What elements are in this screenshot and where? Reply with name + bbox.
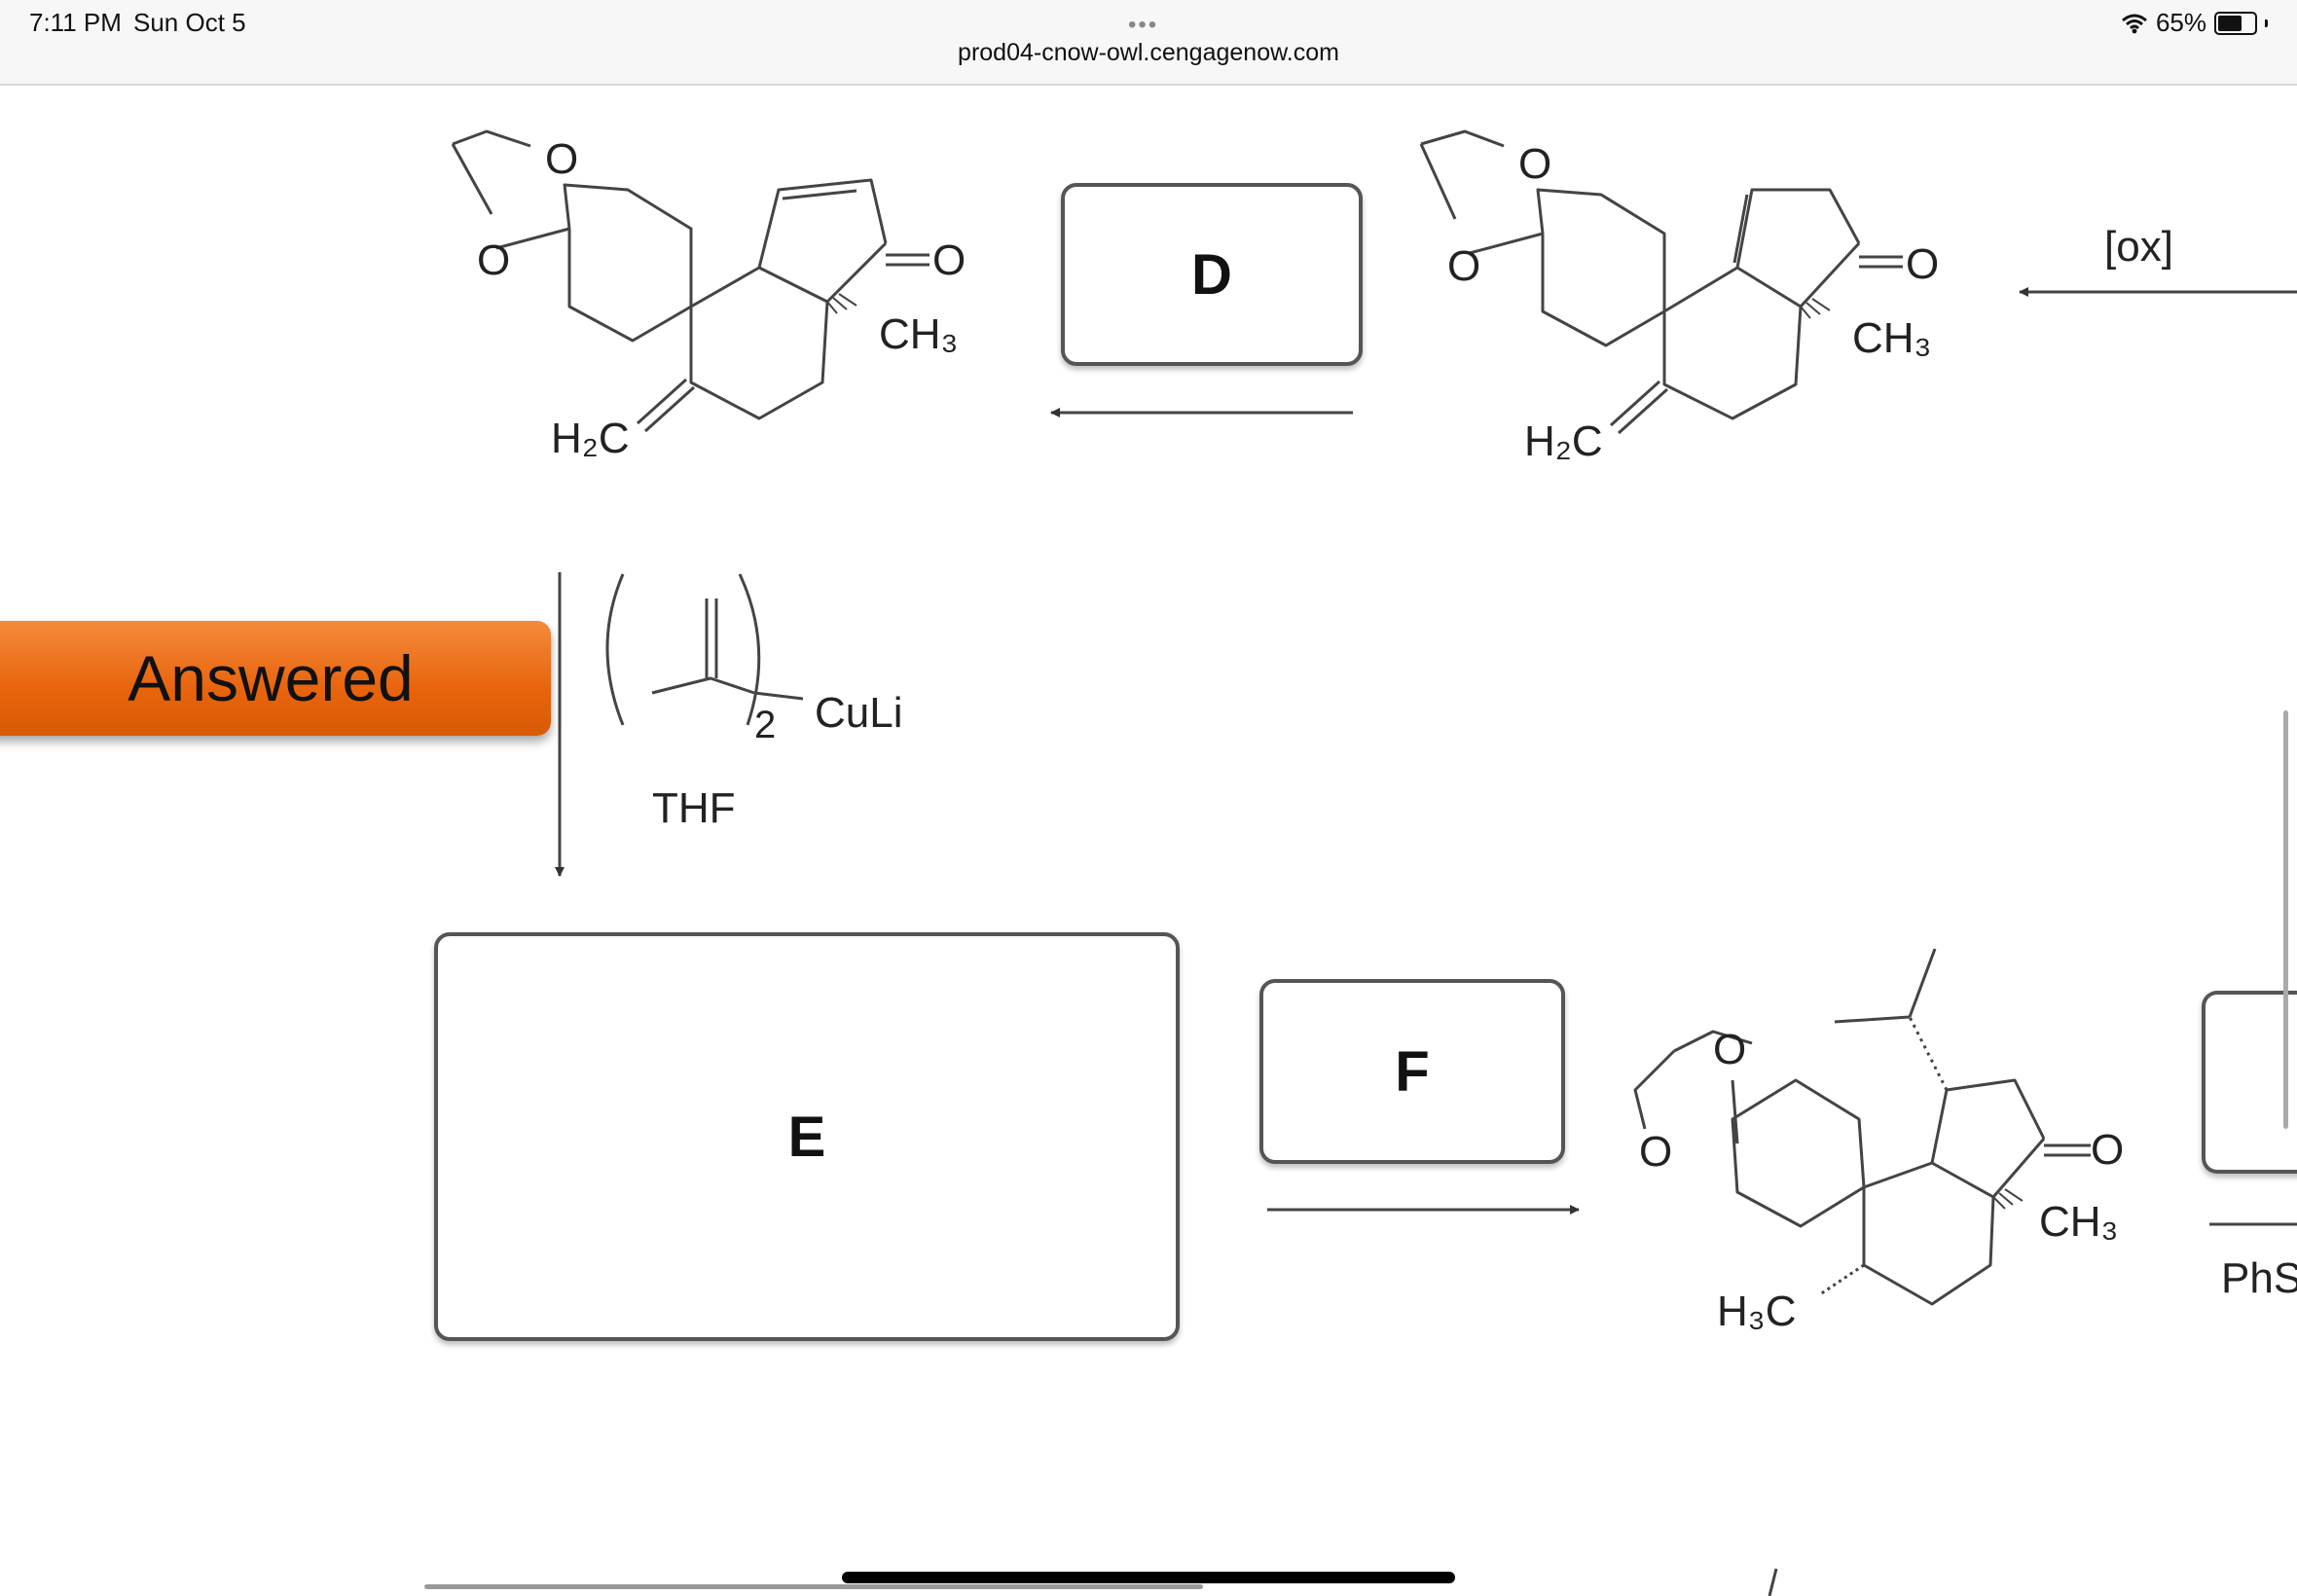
status-right: 65% [2121,8,2268,38]
battery-percent: 65% [2155,8,2206,37]
reagent-thf: THF [652,784,736,832]
status-date: Sun Oct 5 [133,8,246,37]
atom-h2c: H₂C [551,415,630,462]
atom-ch3: CH₃ [2039,1198,2118,1246]
answer-box-e[interactable]: E [434,932,1180,1341]
molecule-enone-start [1419,129,1903,435]
cuprate-reagent [605,573,804,726]
reagent-culi: CuLi [815,689,903,737]
molecule-enone-product [451,129,930,433]
answer-box-f[interactable]: F [1259,979,1565,1164]
atom-o: O [1639,1128,1672,1176]
wifi-icon [2121,14,2147,33]
box-d-label: D [1191,242,1232,307]
atom-h2c: H₂C [1524,417,1603,465]
home-indicator[interactable] [842,1572,1455,1583]
atom-o: O [545,135,578,183]
atom-h3c: H₃C [1717,1288,1796,1335]
atom-ch3: CH₃ [879,310,958,358]
atom-o: O [1906,240,1939,288]
atom-o: O [2091,1126,2124,1174]
vertical-scrollbar[interactable] [2283,710,2288,1129]
reagent-phs-partial: PhS [2221,1254,2297,1302]
answered-badge: Answered [0,621,551,736]
answer-box-partial[interactable] [2202,991,2297,1174]
box-f-label: F [1395,1039,1430,1104]
atom-o: O [932,236,966,284]
atom-o: O [1518,140,1551,188]
status-time: 7:11 PM [29,8,122,37]
horizontal-scrollbar[interactable] [424,1584,1203,1589]
reagent-ox: [ox] [2104,223,2173,271]
atom-o: O [1447,242,1480,290]
atom-ch3: CH₃ [1852,314,1931,362]
reagent-subscript: 2 [754,704,776,746]
battery-icon [2214,11,2257,35]
reaction-scheme: O O O CH₃ H₂C O O O CH₃ H₂C [ox] CuLi 2 … [451,129,2297,1596]
status-bar: 7:11 PM Sun Oct 5 ••• prod04-cnow-owl.ce… [0,0,2297,86]
address-url[interactable]: prod04-cnow-owl.cengagenow.com [958,39,1339,66]
answer-box-d[interactable]: D [1061,183,1363,366]
more-dots-icon[interactable]: ••• [1128,12,1159,38]
atom-o: O [477,236,510,284]
question-content: O O O CH₃ H₂C O O O CH₃ H₂C [ox] CuLi 2 … [0,86,2297,1596]
box-e-label: E [787,1105,826,1169]
atom-o: O [1713,1026,1746,1073]
molecule-saturated-ketone [1633,948,2091,1306]
answered-label: Answered [128,642,414,714]
